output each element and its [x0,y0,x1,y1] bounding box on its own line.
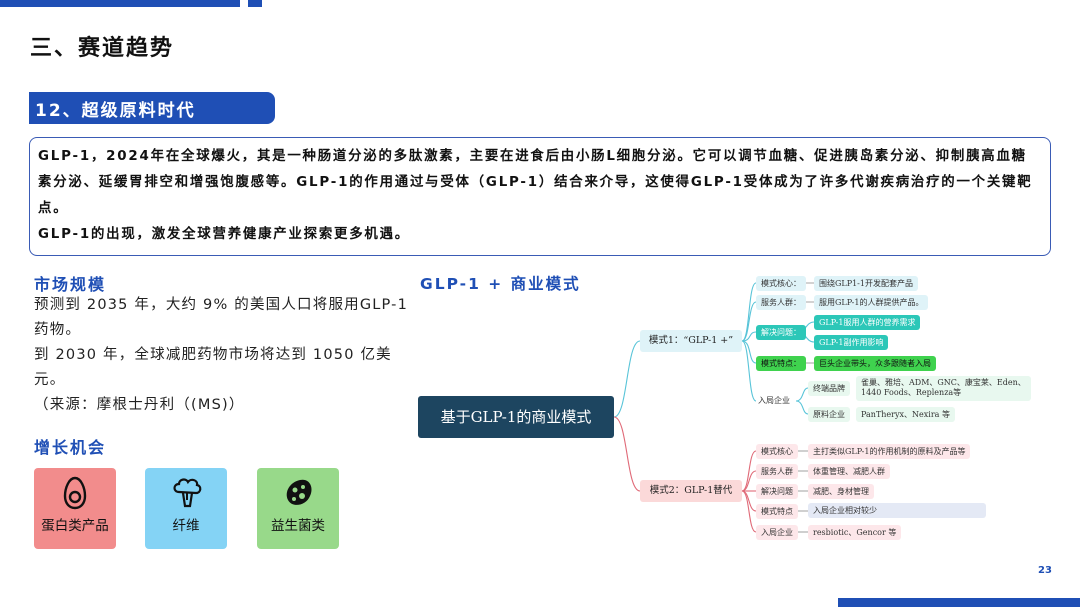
market-size-title: 市场规模 [34,275,107,294]
m1-enter-key: 入局企业 [758,396,790,405]
m1-solve-key: 解决问题： [756,325,806,340]
page-number: 23 [1038,565,1052,576]
mindmap-model1: 模式1：“GLP-1 +” [640,330,742,352]
section-heading: 12、超级原料时代 [29,92,275,124]
m1-service-value: 服用GLP-1的人群提供产品。 [814,295,929,310]
avocado-icon [63,476,87,510]
m2-core-key: 模式核心 [756,444,798,459]
mindmap-model2: 模式2：GLP-1替代 [640,480,742,502]
card-protein: 蛋白类产品 [34,468,116,549]
market-forecast-2035: 预测到 2035 年，大约 9% 的美国人口将服用GLP-1 药物。 [34,297,409,338]
card-probiotic-label: 益生菌类 [271,518,325,534]
m1-core-key: 模式核心： [756,276,806,291]
market-source: （来源：摩根士丹利（(MS)） [34,397,245,413]
m1-core-value: 围绕GLP1-1开发配套产品 [814,276,918,291]
m1-raw-key: 原料企业 [808,407,850,422]
market-size-text: 预测到 2035 年，大约 9% 的美国人口将服用GLP-1 药物。 到 203… [34,293,414,418]
m2-solve-key: 解决问题 [756,484,798,499]
card-fiber: 纤维 [145,468,227,549]
m1-feature-value: 巨头企业带头，众多跟随者入局 [814,356,936,371]
card-fiber-label: 纤维 [172,518,200,534]
top-accent-bar [0,0,240,7]
mindmap-root: 基于GLP-1的商业模式 [418,396,614,438]
m1-brand-value-line2: 1440 Foods、Replenza等 [861,388,962,398]
card-protein-label: 蛋白类产品 [41,518,109,534]
m1-solve-value-2: GLP-1副作用影响 [814,335,889,350]
growth-title: 增长机会 [34,438,107,457]
market-forecast-2030: 到 2030 年，全球减肥药物市场将达到 1050 亿美元。 [34,347,392,388]
page-title: 三、赛道趋势 [30,36,175,61]
bacteria-icon [286,479,312,505]
intro-box: GLP-1，2024年在全球爆火，其是一种肠道分泌的多肽激素，主要在进食后由小肠… [29,137,1051,256]
m2-enter-key: 入局企业 [756,525,798,540]
m2-feature-key: 模式特点 [756,504,798,519]
bottom-accent-bar [838,598,1080,607]
m2-service-key: 服务人群 [756,464,798,479]
intro-conclusion: GLP-1的出现，激发全球营养健康产业探索更多机遇。 [38,227,410,242]
m2-solve-value: 减肥、身材管理 [808,484,874,499]
m1-brand-key: 终端品牌 [808,381,850,396]
broccoli-icon [173,478,202,508]
m2-service-value: 体重管理、减肥人群 [808,464,890,479]
m2-core-value: 主打类似GLP-1的作用机制的原料及产品等 [808,444,971,459]
m1-feature-key: 模式特点： [756,356,806,371]
m2-enter-value: resbiotic、Gencor 等 [808,525,902,540]
m2-feature-value: 入局企业相对较少 [808,503,986,518]
m1-solve-value-1: GLP-1服用人群的营养需求 [814,315,921,330]
business-model-title: GLP-1 + 商业模式 [420,275,581,293]
top-accent-square [248,0,262,7]
m1-raw-value: PanTheryx、Nexira 等 [856,407,955,422]
m1-brand-value-line1: 雀巢、雅培、ADM、GNC、康宝莱、Eden、 [861,378,1026,387]
intro-paragraph: GLP-1，2024年在全球爆火，其是一种肠道分泌的多肽激素，主要在进食后由小肠… [38,149,1033,216]
m1-brand-value: 雀巢、雅培、ADM、GNC、康宝莱、Eden、 1440 Foods、Reple… [856,376,1031,401]
m1-service-key: 服务人群： [756,295,806,310]
card-probiotic: 益生菌类 [257,468,339,549]
